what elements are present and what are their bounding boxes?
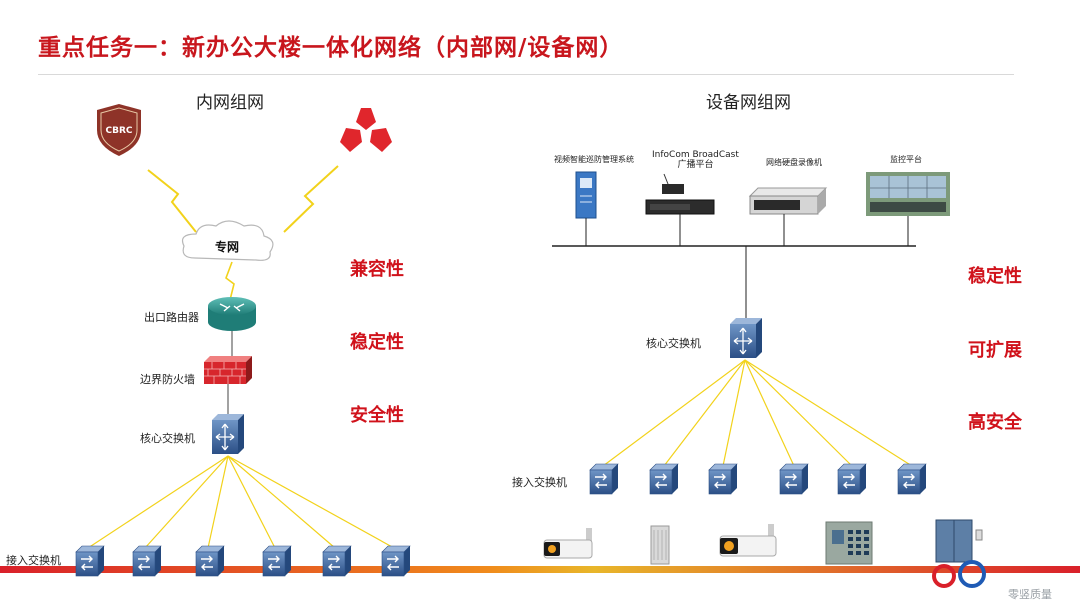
firewall-icon (204, 356, 252, 384)
firewall-label: 边界防火墙 (140, 373, 195, 386)
device-core-switch-label: 核心交换机 (646, 337, 701, 350)
inner-network-heading: 内网组网 (196, 93, 264, 113)
platform-label: InfoCom BroadCast 广播平台 (652, 150, 739, 170)
logo-mark-icon (932, 560, 986, 588)
inner-feature: 稳定性 (350, 332, 404, 353)
central-bank-emblem-icon (340, 108, 392, 152)
device-feature: 稳定性 (968, 266, 1022, 287)
bottom-band (0, 566, 1080, 573)
inner-access-switch-icon (262, 545, 292, 577)
inner-core-switch-label: 核心交换机 (140, 432, 195, 445)
private-network-label: 专网 (215, 240, 240, 254)
device-core-switch-icon (730, 318, 762, 358)
inner-access-switch-icon (381, 545, 411, 577)
router-icon (208, 297, 256, 331)
monitoring-platform-icon (866, 172, 950, 216)
platform-links (552, 214, 916, 318)
device-access-switch-icon (708, 463, 738, 495)
device-access-switch-icon (589, 463, 619, 495)
access-keypad-icon (825, 521, 873, 565)
platform-label: 视频智能巡防管理系统 (554, 155, 634, 164)
device-links (602, 359, 913, 467)
speaker-column-icon (650, 525, 670, 565)
platform-label: 监控平台 (890, 155, 922, 164)
platform-label: 网络硬盘录像机 (766, 158, 822, 167)
camera-icon (543, 528, 593, 559)
title-divider (38, 74, 1014, 75)
video-patrol-server-icon (575, 171, 597, 219)
inner-access-switch-icon (195, 545, 225, 577)
device-network-heading: 设备网组网 (706, 93, 791, 113)
inner-feature: 兼容性 (350, 259, 404, 280)
cbrc-shield-icon: CBRC (97, 104, 141, 156)
device-access-switch-icon (837, 463, 867, 495)
svg-text:CBRC: CBRC (106, 126, 133, 136)
inner-access-switch-icon (132, 545, 162, 577)
inner-access-switch-icon (322, 545, 352, 577)
inner-access-switch-label: 接入交换机 (6, 554, 61, 567)
inner-core-switch-icon (212, 414, 244, 454)
broadcast-platform-icon (645, 173, 715, 215)
inner-access-switch-icon (75, 545, 105, 577)
device-access-switch-label: 接入交换机 (512, 476, 567, 489)
device-access-switch-icon (779, 463, 809, 495)
door-access-icon (935, 519, 983, 563)
device-access-switch-icon (649, 463, 679, 495)
nvr-icon (748, 187, 828, 215)
inner-feature: 安全性 (350, 405, 404, 426)
watermark: 零竖质量 (1008, 588, 1052, 601)
router-label: 出口路由器 (144, 311, 199, 324)
device-feature: 可扩展 (968, 340, 1022, 361)
private-network-cloud-icon (181, 220, 274, 261)
page-title: 重点任务一：新办公大楼一体化网络（内部网/设备网） (38, 35, 624, 61)
device-access-switch-icon (897, 463, 927, 495)
device-feature: 高安全 (968, 412, 1022, 433)
camera-icon (719, 524, 777, 557)
inner-links (87, 455, 395, 549)
